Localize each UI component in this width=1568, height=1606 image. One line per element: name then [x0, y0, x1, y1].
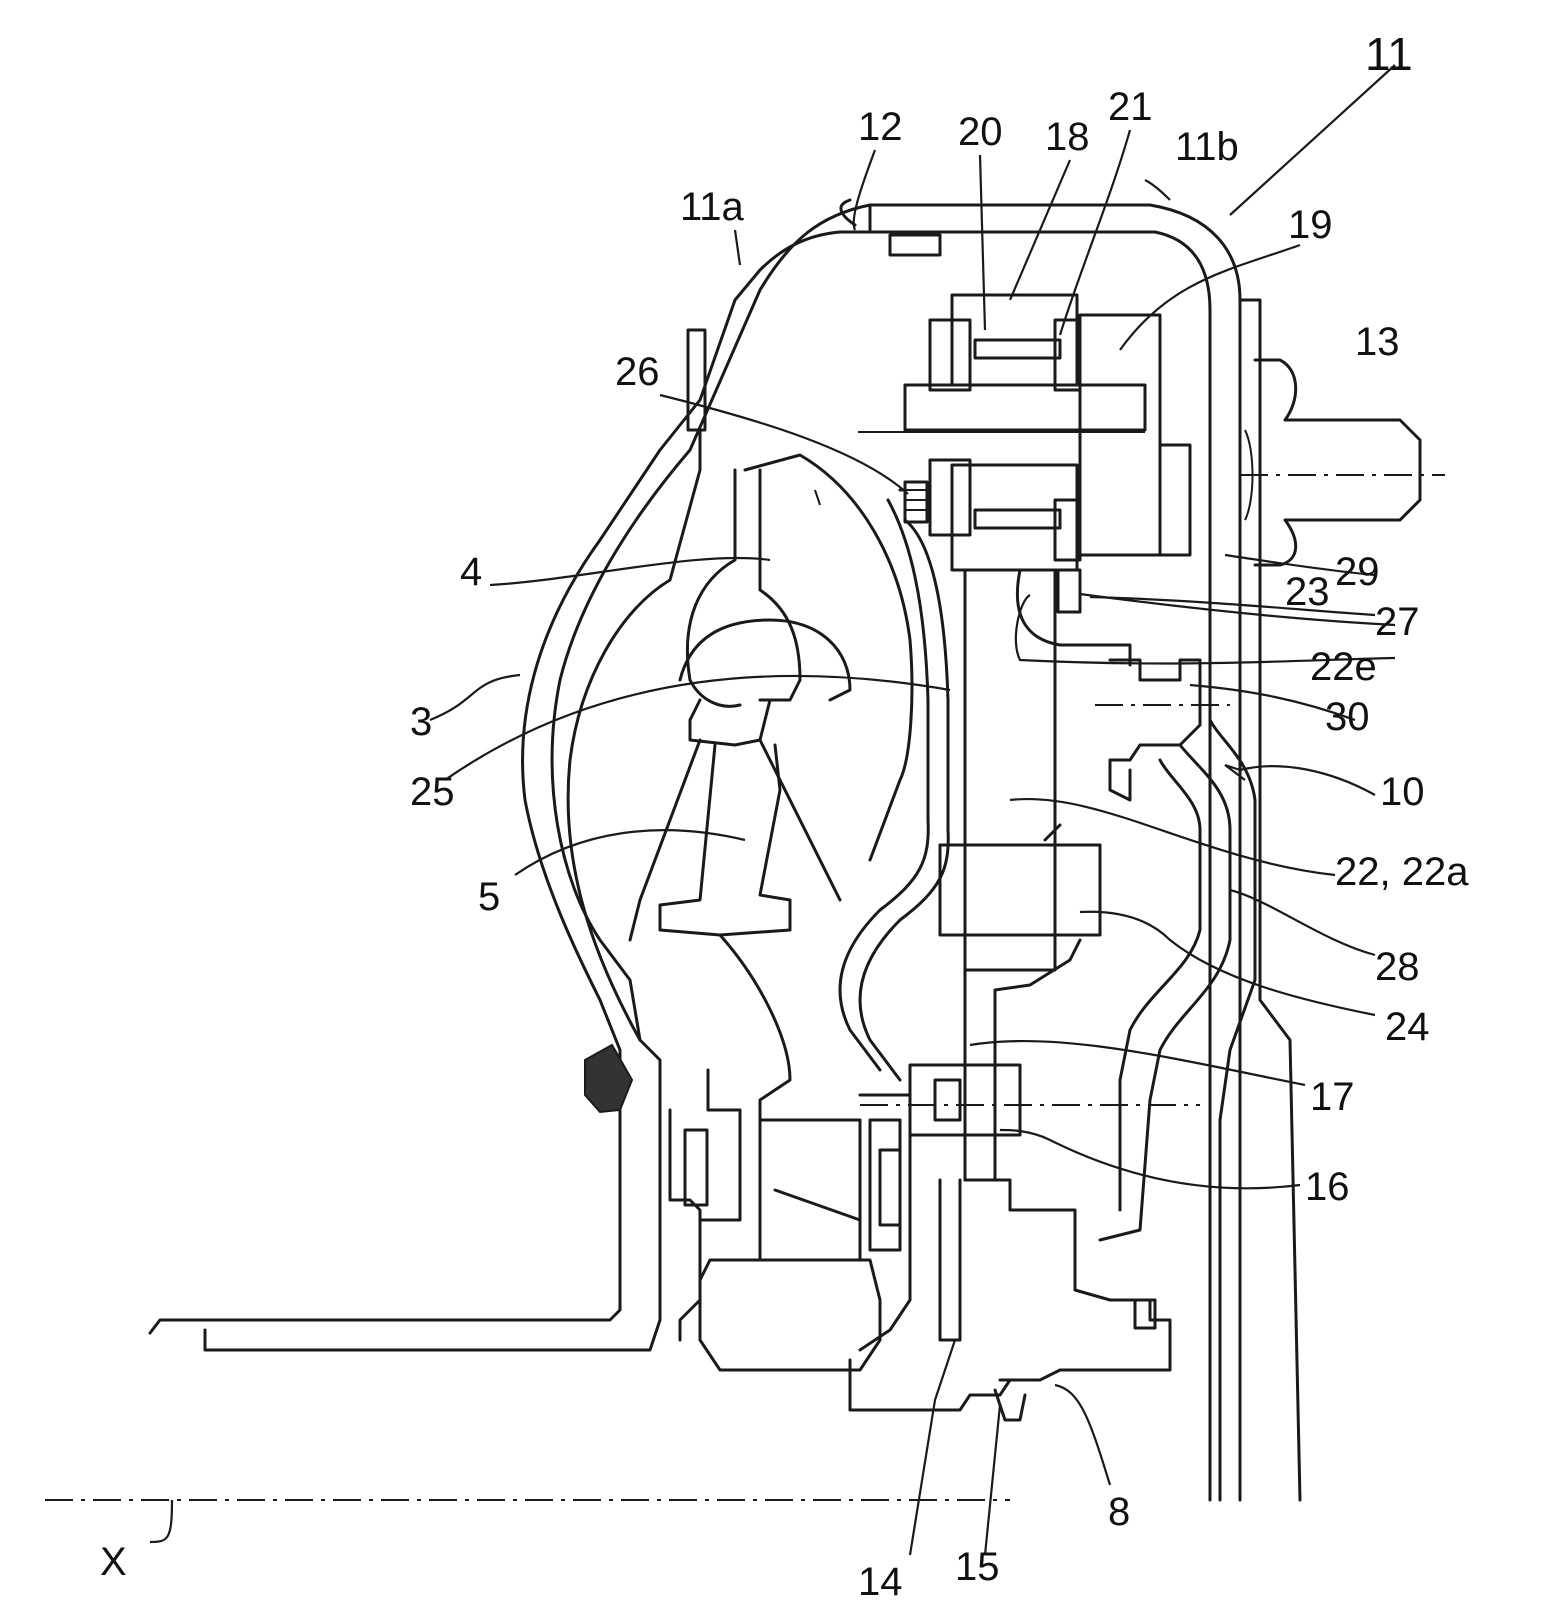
label-x: X [100, 1540, 127, 1584]
label-27: 27 [1375, 600, 1420, 644]
intermediate-member-22 [940, 570, 1130, 970]
label-26: 26 [615, 350, 660, 394]
pin-20 [905, 385, 1145, 430]
label-5: 5 [478, 875, 500, 919]
label-22-22a: 22, 22a [1335, 850, 1469, 894]
hub-14 [940, 1180, 960, 1340]
flange-15 [965, 1180, 1170, 1380]
weld-bead [585, 1045, 632, 1112]
hub-assembly-14-15-8 [850, 1180, 1170, 1420]
seal-27 [1058, 570, 1080, 612]
turbine-shell-3 [568, 430, 740, 1040]
label-28: 28 [1375, 945, 1420, 989]
one-way-clutch [670, 1070, 910, 1370]
label-17: 17 [1310, 1075, 1355, 1119]
rotation-axis-x [45, 1500, 1010, 1542]
label-20: 20 [958, 110, 1003, 154]
cover-11 [150, 205, 1300, 1500]
inner-shell-25 [680, 620, 850, 700]
label-24: 24 [1385, 1005, 1430, 1049]
label-22e: 22e [1310, 645, 1377, 689]
plate-23 [1160, 445, 1190, 555]
label-13: 13 [1355, 320, 1400, 364]
label-19: 19 [1288, 203, 1333, 247]
cover-11a-front-shell [205, 205, 1240, 1500]
damper-assembly [858, 295, 1190, 612]
label-15: 15 [955, 1545, 1000, 1589]
shaft-8 [850, 1360, 1010, 1410]
front-boss [688, 330, 705, 430]
label-11: 11 [1365, 28, 1413, 80]
label-30: 30 [1325, 695, 1370, 739]
label-23: 23 [1285, 570, 1330, 614]
label-10: 10 [1380, 770, 1425, 814]
label-3: 3 [410, 700, 432, 744]
label-18: 18 [1045, 115, 1090, 159]
shaft-13 [1240, 360, 1445, 565]
label-16: 16 [1305, 1165, 1350, 1209]
label-11a: 11a [680, 185, 745, 229]
impeller-4 [745, 455, 912, 860]
label-14: 14 [858, 1560, 903, 1604]
label-11b: 11b [1175, 125, 1239, 169]
plate-19 [1080, 315, 1160, 555]
label-29: 29 [1335, 550, 1380, 594]
label-25: 25 [410, 770, 455, 814]
label-21: 21 [1108, 85, 1153, 129]
label-4: 4 [460, 550, 482, 594]
label-8: 8 [1108, 1490, 1130, 1534]
reference-numerals: 11 12 20 18 21 11a 11b 19 13 26 4 3 29 2… [100, 28, 1469, 1604]
spring-20 [975, 340, 1060, 358]
cover-11b-rear-shell [870, 205, 1300, 1500]
seal-26 [905, 482, 927, 522]
leader-lines [430, 65, 1395, 1555]
label-12: 12 [858, 105, 903, 149]
